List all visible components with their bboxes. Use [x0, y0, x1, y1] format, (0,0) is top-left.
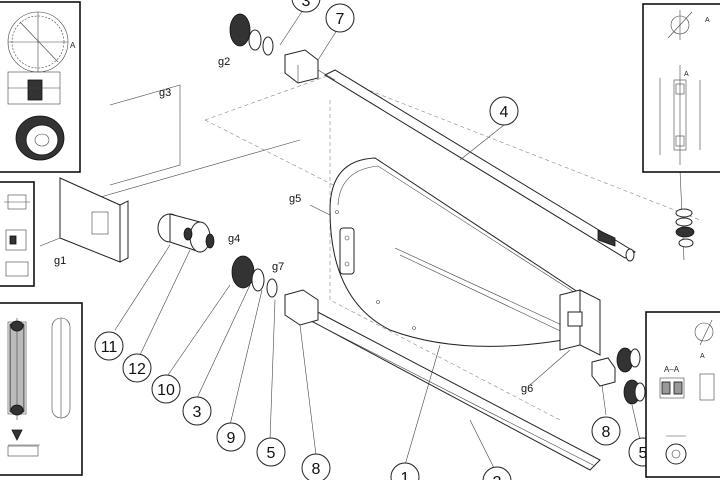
right-spring-assembly: [675, 169, 695, 261]
callout-8-right: 8: [591, 416, 621, 446]
group-label-g6: g6: [521, 383, 533, 395]
svg-text:A: A: [684, 71, 689, 78]
callout-8: 8: [301, 453, 331, 480]
inset-pin-detail: A A: [642, 3, 720, 173]
svg-text:8: 8: [312, 461, 321, 478]
inset-gear-detail: A: [0, 1, 81, 173]
inset-shaft-detail: [0, 302, 83, 476]
middle-coupling-block: [284, 289, 319, 326]
group-label-g1: g1: [54, 255, 66, 267]
svg-text:A: A: [700, 353, 705, 360]
top-shaft-assembly: [229, 13, 336, 84]
leader-lines: [114, 9, 641, 471]
svg-text:3: 3: [193, 404, 202, 421]
group-label-g3: g3: [159, 87, 171, 99]
mounting-bracket: [39, 177, 129, 263]
middle-shaft-assembly: [157, 213, 319, 326]
callout-5: 5: [256, 437, 286, 467]
svg-text:A: A: [70, 41, 76, 50]
slot-plate: [339, 227, 355, 275]
callout-2: 2: [482, 466, 512, 480]
svg-text:3: 3: [302, 0, 311, 10]
svg-text:2: 2: [493, 474, 502, 480]
svg-text:9: 9: [227, 430, 236, 447]
inset-bracket-detail: [0, 181, 35, 287]
svg-text:12: 12: [128, 361, 146, 378]
group-label-g4: g4: [228, 233, 240, 245]
group-label-g5: g5: [289, 193, 301, 205]
callout-1: 1: [390, 462, 420, 480]
svg-text:A–A: A–A: [664, 365, 680, 374]
callout-12: 12: [122, 353, 152, 383]
top-gear: [229, 13, 251, 47]
guide-rod: [323, 69, 636, 262]
main-arm-plate: [329, 157, 601, 356]
group-label-g7: g7: [272, 261, 284, 273]
svg-text:5: 5: [639, 445, 648, 462]
svg-text:A: A: [705, 17, 710, 24]
svg-text:5: 5: [267, 445, 276, 462]
callout-9: 9: [216, 422, 246, 452]
top-coupling-block: [284, 49, 319, 84]
right-bearing-assembly: [591, 347, 646, 405]
svg-text:4: 4: [500, 104, 509, 121]
inset-section-detail: A–A A: [645, 311, 720, 478]
callout-11: 11: [94, 331, 124, 361]
svg-text:8: 8: [602, 424, 611, 441]
group-label-g2: g2: [218, 56, 230, 68]
svg-text:1: 1: [401, 470, 410, 480]
svg-text:11: 11: [101, 339, 118, 356]
middle-gear: [231, 255, 255, 289]
callout-10: 10: [151, 374, 181, 404]
callout-4: 4: [489, 96, 519, 126]
callout-3: 3: [182, 396, 212, 426]
svg-text:7: 7: [336, 11, 345, 28]
svg-text:10: 10: [157, 382, 175, 399]
callout-7: 7: [325, 3, 355, 33]
callout-3-top: 3: [291, 0, 321, 13]
